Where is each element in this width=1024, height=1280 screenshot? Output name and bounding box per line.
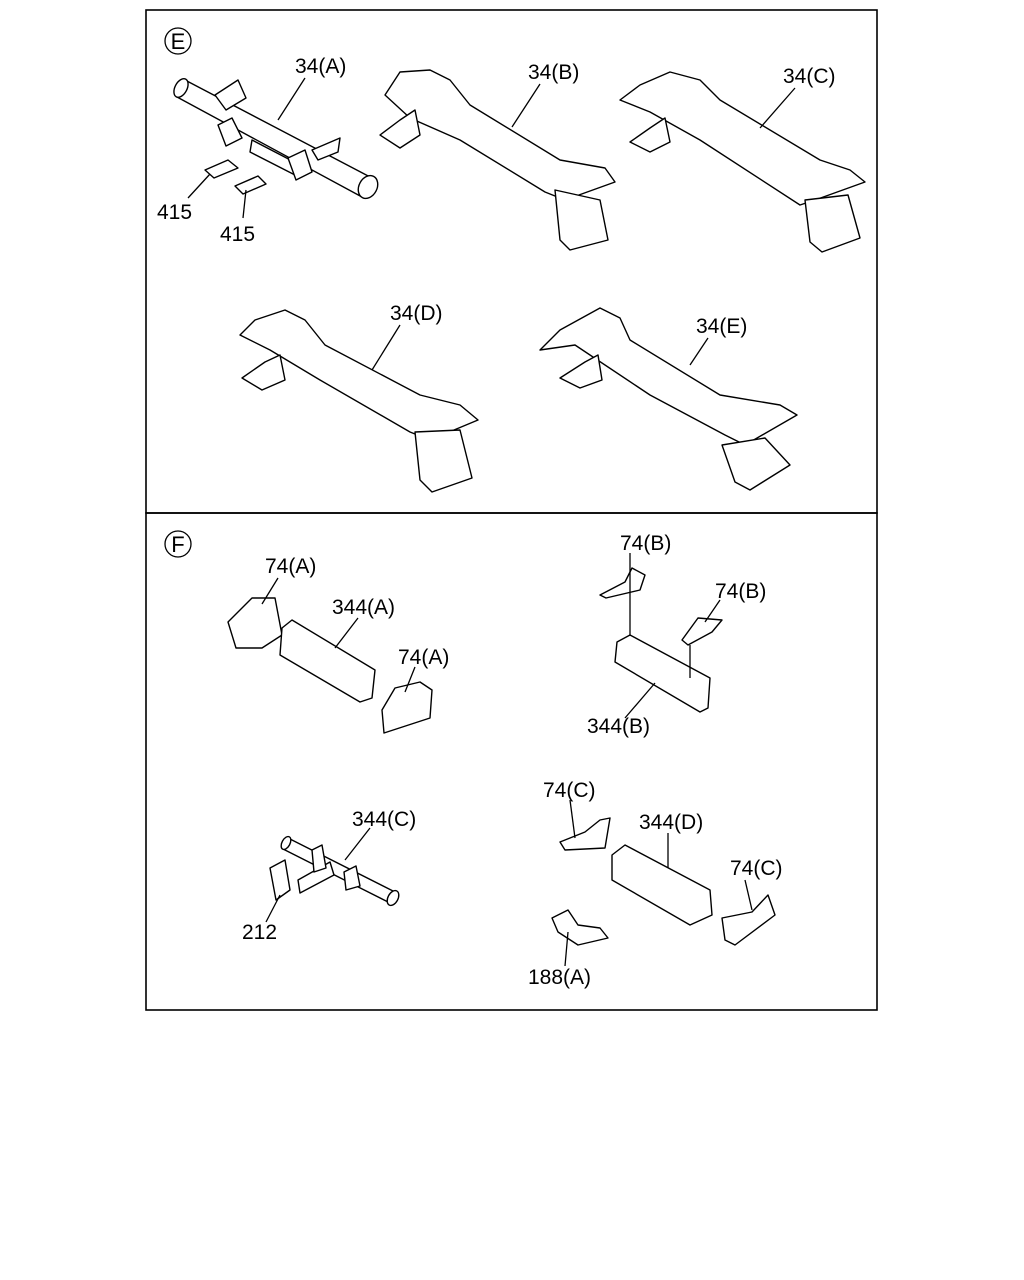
svg-text:E: E xyxy=(171,29,186,54)
label-212: 212 xyxy=(242,921,277,944)
section-f-leader-lines xyxy=(261,553,753,967)
part-344c-tube-crossmember xyxy=(280,835,400,907)
part-34e-plate-crossmember xyxy=(539,307,798,491)
part-344d-channel xyxy=(611,844,713,926)
section-f-marker: F xyxy=(164,530,192,558)
part-34c-plate-crossmember xyxy=(619,71,866,253)
part-34b-plate-crossmember xyxy=(379,69,616,251)
part-74a-right-bracket xyxy=(381,681,433,734)
label-34c: 34(C) xyxy=(783,65,836,88)
part-212-bracket xyxy=(269,859,291,901)
part-344b-channel xyxy=(614,634,711,713)
label-344c: 344(C) xyxy=(352,808,416,831)
label-74b-right: 74(B) xyxy=(715,580,766,603)
part-344a-channel xyxy=(279,619,376,703)
label-34b: 34(B) xyxy=(528,61,579,84)
label-415-b: 415 xyxy=(220,223,255,246)
label-74a-right: 74(A) xyxy=(398,646,449,669)
label-74a-left: 74(A) xyxy=(265,555,316,578)
section-f-frame xyxy=(145,512,878,1011)
label-34d: 34(D) xyxy=(390,302,443,325)
label-74b-upper: 74(B) xyxy=(620,532,671,555)
label-344a: 344(A) xyxy=(332,596,395,619)
section-e-frame xyxy=(145,9,878,514)
part-34d-plate-crossmember xyxy=(239,309,479,493)
section-e-leader-lines xyxy=(187,77,796,371)
part-74b-upper-bracket xyxy=(599,567,646,599)
label-344d: 344(D) xyxy=(639,811,703,834)
label-34a: 34(A) xyxy=(295,55,346,78)
section-e-marker: E xyxy=(164,27,192,55)
label-74c-left: 74(C) xyxy=(543,779,596,802)
label-415-a: 415 xyxy=(157,201,192,224)
part-34a-tube-crossmember xyxy=(173,78,379,200)
label-188a: 188(A) xyxy=(528,966,591,989)
label-344b: 344(B) xyxy=(587,715,650,738)
part-74a-left-bracket xyxy=(227,597,283,649)
label-34e: 34(E) xyxy=(696,315,747,338)
svg-text:F: F xyxy=(171,532,184,557)
part-74b-right-bracket xyxy=(681,617,723,646)
part-188a-bracket xyxy=(551,909,609,946)
part-74c-left-bracket xyxy=(559,817,611,851)
part-415-plate-b xyxy=(234,175,267,195)
part-415-plate-a xyxy=(204,159,239,179)
part-74c-right-bracket xyxy=(721,894,776,946)
label-74c-right: 74(C) xyxy=(730,857,783,880)
